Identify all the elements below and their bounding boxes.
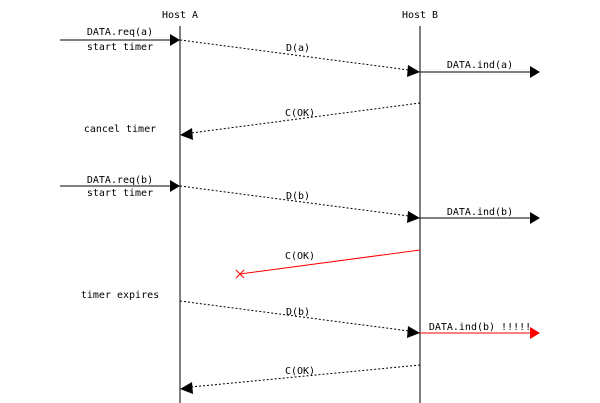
d-b-label-2: D(b) <box>286 307 310 318</box>
host-b-label: Host B <box>402 10 438 21</box>
d-a-message <box>179 39 410 71</box>
c-ok-message-1 <box>190 102 421 134</box>
ind-b-label-1: DATA.ind(b) <box>447 207 513 218</box>
c-ok-lost-message <box>239 249 421 275</box>
ind-a-label: DATA.ind(a) <box>447 60 513 71</box>
host-a-label: Host A <box>162 10 198 21</box>
c-ok-lost-label: C(OK) <box>285 251 315 262</box>
d-a-arrowhead <box>407 65 420 77</box>
timer-expires-label: timer expires <box>81 290 159 301</box>
ind-b-dup-label: DATA.ind(b) !!!!! <box>429 322 531 333</box>
ind-a-arrowhead <box>530 66 540 78</box>
c-ok-label-2: C(OK) <box>285 366 315 377</box>
d-b-arrowhead-2 <box>407 326 420 338</box>
ind-b-arrowhead-1 <box>530 212 540 224</box>
start-timer-label-2: start timer <box>87 188 153 199</box>
d-a-label: D(a) <box>286 43 310 54</box>
d-b-label-1: D(b) <box>286 191 310 202</box>
d-b-arrowhead-1 <box>407 211 420 223</box>
req-b-label: DATA.req(b) <box>87 175 153 186</box>
req-a-label: DATA.req(a) <box>87 27 153 38</box>
cancel-timer-label: cancel timer <box>84 124 156 135</box>
req-a-arrowhead <box>170 34 180 46</box>
start-timer-label-1: start timer <box>87 42 153 53</box>
d-b-message-1 <box>179 185 410 217</box>
ind-b-dup-arrowhead <box>530 327 540 339</box>
c-ok-label-1: C(OK) <box>285 108 315 119</box>
req-b-arrowhead <box>170 180 180 192</box>
loss-cross-icon <box>235 269 245 279</box>
c-ok-arrowhead-2 <box>180 382 193 394</box>
c-ok-arrowhead-1 <box>180 128 193 140</box>
d-b-message-2 <box>179 300 410 332</box>
